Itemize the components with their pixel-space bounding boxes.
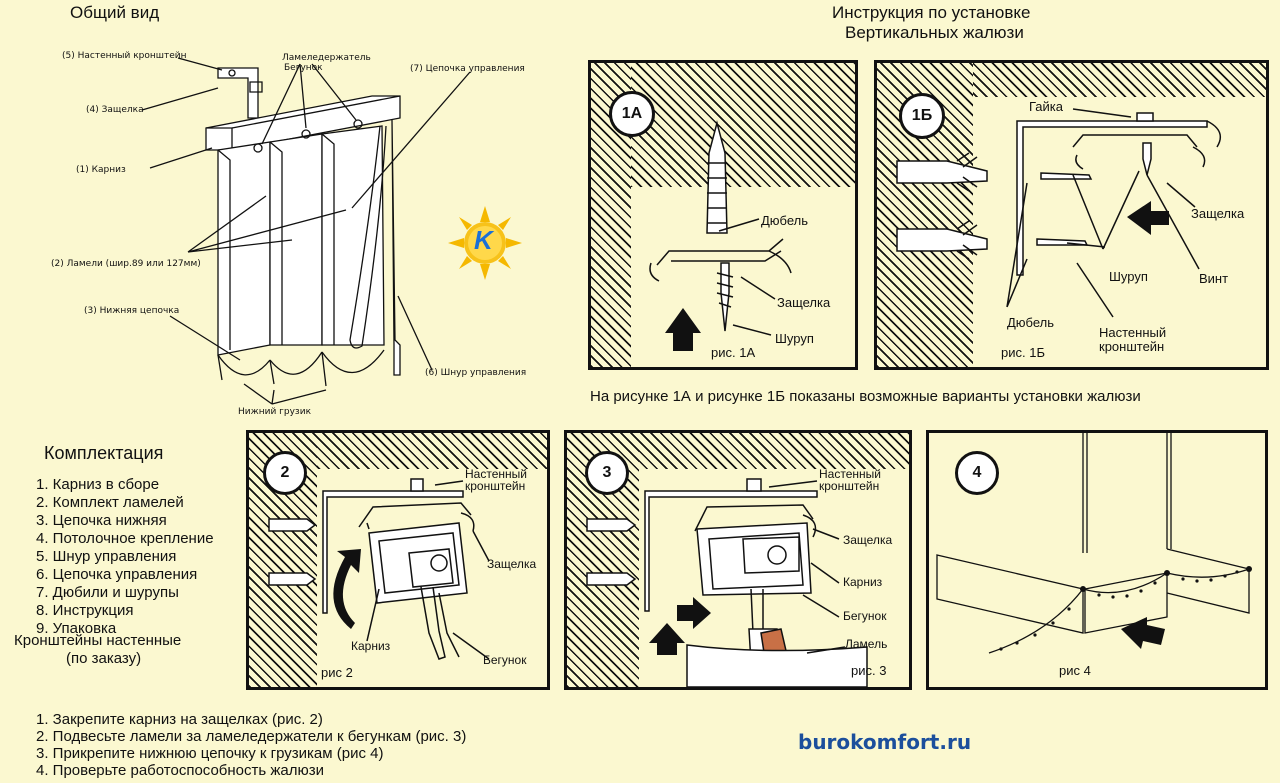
caption-2: рис 2: [321, 665, 353, 680]
instruction-title-line1: Инструкция по установке: [832, 3, 1031, 22]
panel-1a: 1А Дюбель Защелка Шуруп рис. 1А: [588, 60, 858, 370]
instruction-title-line2: Вертикальных жалюзи: [845, 23, 1024, 42]
label-dowel: Дюбель: [1007, 315, 1055, 330]
panel-1b-drawing: [896, 108, 1222, 318]
label-latch: Защелка: [1191, 206, 1245, 221]
label-cornice: Карниз: [351, 639, 391, 653]
label-screw: Шуруп: [775, 331, 814, 346]
overview-title: Общий вид: [70, 3, 160, 22]
badge-4: 4: [955, 451, 999, 495]
badge-1b: 1Б: [899, 93, 945, 139]
label-latch: Защелка: [777, 295, 831, 310]
label-bracket-line2: кронштейн: [1099, 339, 1165, 354]
label-bottom-chain: (3) Нижняя цепочка: [84, 306, 180, 316]
caption-1a: рис. 1А: [711, 345, 756, 360]
kit-title: Комплектация: [44, 443, 164, 463]
panel-1b: 1Б Гайка Защелка Шуруп Винт Дюбель Насте…: [874, 60, 1269, 370]
label-dowel: Дюбель: [761, 213, 809, 228]
label-bolt: Винт: [1199, 271, 1229, 286]
steps-list: 1. Закрепите карниз на защелках (рис. 2)…: [36, 711, 466, 779]
label-bracket-line1: Настенный: [1099, 325, 1167, 340]
label-wall-bracket: (5) Настенный кронштейн: [62, 51, 187, 61]
label-bracket-line1: Настенный: [465, 467, 527, 481]
caption-4: рис 4: [1059, 663, 1091, 678]
label-runner: Бегунок: [483, 653, 527, 667]
label-latch: (4) Защелка: [86, 105, 144, 115]
list-item: 2. Комплект ламелей: [36, 494, 184, 511]
kit-list: 1. Карниз в сборе 2. Комплект ламелей 3.…: [36, 476, 214, 638]
kit-extra-line2: (по заказу): [66, 650, 142, 667]
label-slat-holder: Ламеледержатель: [282, 53, 371, 63]
list-item: 1. Карниз в сборе: [36, 476, 160, 493]
list-item: 1. Закрепите карниз на защелках (рис. 2): [36, 711, 323, 728]
panel-4: 4 рис 4: [926, 430, 1268, 690]
panel-2: 2 Настенный кронштейн Защелка Карниз Бег…: [246, 430, 550, 690]
list-item: 5. Шнур управления: [36, 548, 177, 565]
sun-logo: K: [448, 206, 522, 280]
list-item: 3. Цепочка нижняя: [36, 512, 167, 529]
caption-1b: рис. 1Б: [1001, 345, 1045, 360]
label-slats: (2) Ламели (шир.89 или 127мм): [51, 259, 201, 269]
label-bottom-weight: Нижний грузик: [238, 407, 312, 417]
installation-note: На рисунке 1А и рисунке 1Б показаны возм…: [590, 388, 1141, 405]
wall-hatch: [877, 63, 973, 367]
label-runner: Бегунок: [284, 63, 323, 73]
panel-3-drawing: [586, 478, 868, 687]
list-item: 2. Подвесьте ламели за ламеледержатели к…: [36, 728, 467, 745]
badge-2: 2: [263, 451, 307, 495]
label-nut: Гайка: [1029, 99, 1064, 114]
website-link[interactable]: burokomfort.ru: [798, 730, 972, 754]
panel-3: 3 Настенный кронштейн Защелка Карниз Бег…: [564, 430, 912, 690]
label-runner: Бегунок: [843, 609, 887, 623]
list-item: 4. Проверьте работоспособность жалюзи: [36, 762, 324, 779]
label-screw: Шуруп: [1109, 269, 1148, 284]
list-item: 9. Упаковка: [36, 620, 117, 637]
label-control-cord: (6) Шнур управления: [425, 368, 527, 378]
panel-4-drawing: [936, 433, 1252, 654]
label-bracket-line2: кронштейн: [819, 479, 880, 493]
kit-extra-line1: Кронштейны настенные: [14, 632, 182, 649]
badge-1a: 1А: [609, 91, 655, 137]
label-cornice: Карниз: [843, 575, 883, 589]
list-item: 4. Потолочное крепление: [36, 530, 214, 547]
overview-diagram: (5) Настенный кронштейн (4) Защелка Ламе…: [0, 0, 560, 430]
panel-1a-drawing: [649, 120, 792, 351]
logo-letter: K: [474, 225, 493, 255]
panel-2-drawing: [268, 478, 490, 660]
list-item: 8. Инструкция: [36, 602, 134, 619]
list-item: 3. Прикрепите нижнюю цепочку к грузикам …: [36, 745, 384, 762]
label-bracket-line2: кронштейн: [465, 479, 526, 493]
caption-3: рис. 3: [851, 663, 887, 678]
sun-icon: [448, 206, 522, 280]
badge-3: 3: [585, 451, 629, 495]
list-item: 7. Дюбили и шурупы: [36, 584, 179, 601]
label-latch: Защелка: [487, 557, 537, 571]
blinds-overview-drawing: [141, 57, 471, 405]
label-bracket-line1: Настенный: [819, 467, 881, 481]
label-slat: Ламель: [845, 637, 888, 651]
label-cornice: (1) Карниз: [76, 165, 126, 175]
label-control-chain: (7) Цепочка управления: [410, 64, 525, 74]
list-item: 6. Цепочка управления: [36, 566, 198, 583]
label-latch: Защелка: [843, 533, 893, 547]
